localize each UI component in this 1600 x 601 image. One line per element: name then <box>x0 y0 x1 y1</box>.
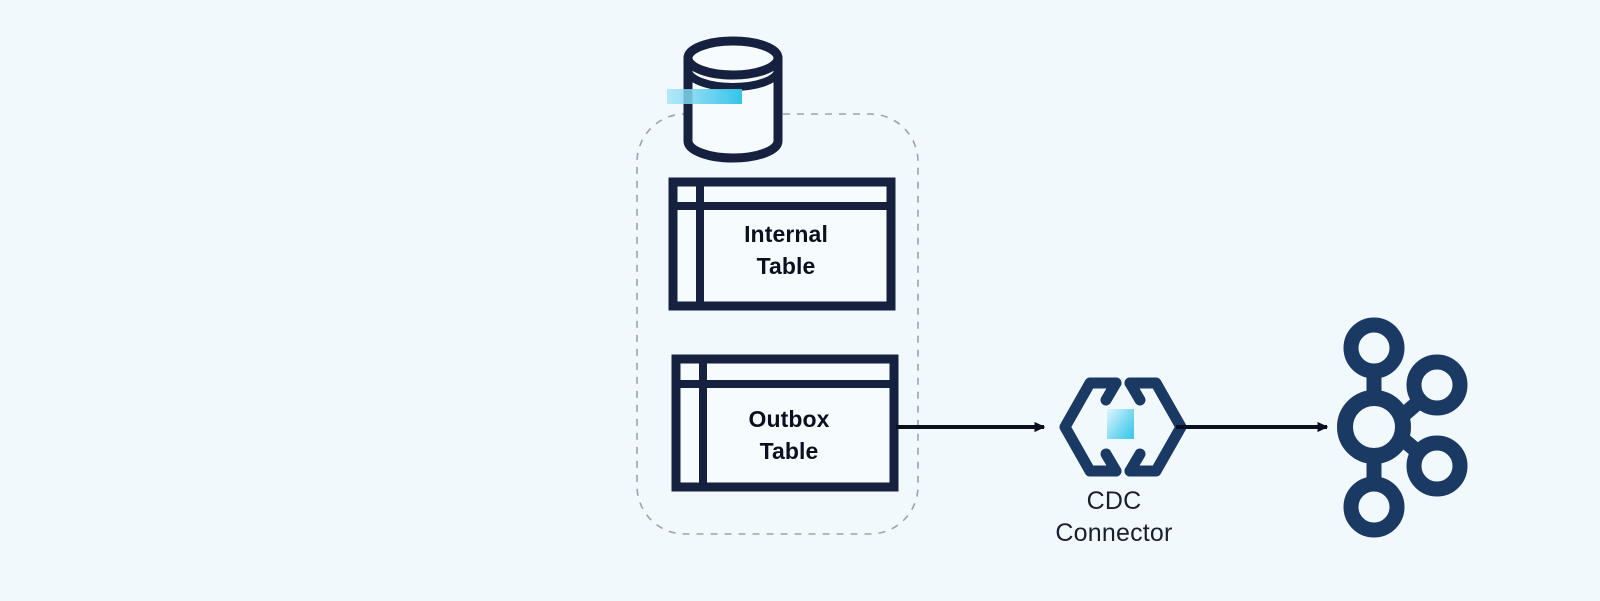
cdc-connector-label-line2: Connector <box>1055 519 1172 547</box>
internal-table-label-line1: Internal <box>744 221 828 247</box>
kafka-node-top <box>1343 317 1405 379</box>
database-accent-bar <box>667 89 742 104</box>
cdc-connector-label-line1: CDC <box>1087 487 1142 515</box>
outbox-table-label-line1: Outbox <box>748 406 829 432</box>
kafka-node-upper-right <box>1406 354 1468 416</box>
connector-left-notch-bottom <box>1100 448 1122 477</box>
connector-left-half <box>1059 377 1122 477</box>
kafka-node-bottom <box>1343 476 1405 538</box>
cylinder-band <box>684 66 782 91</box>
outbox-table-node[interactable]: Outbox Table <box>671 354 899 492</box>
kafka-icon[interactable] <box>1337 317 1468 538</box>
connector-left-notch-top <box>1100 377 1122 406</box>
outbox-table-label-line2: Table <box>760 438 819 464</box>
service-boundary <box>636 113 919 535</box>
boundary-dashed-rect <box>636 113 919 535</box>
internal-table-label-line2: Table <box>757 253 816 279</box>
database-cylinder-icon <box>667 36 783 163</box>
kafka-hub-node <box>1337 390 1411 464</box>
kafka-node-lower-right <box>1406 435 1468 497</box>
internal-table-node[interactable]: Internal Table <box>668 177 896 311</box>
connector-center-square <box>1107 409 1134 439</box>
cylinder-top <box>683 36 783 80</box>
